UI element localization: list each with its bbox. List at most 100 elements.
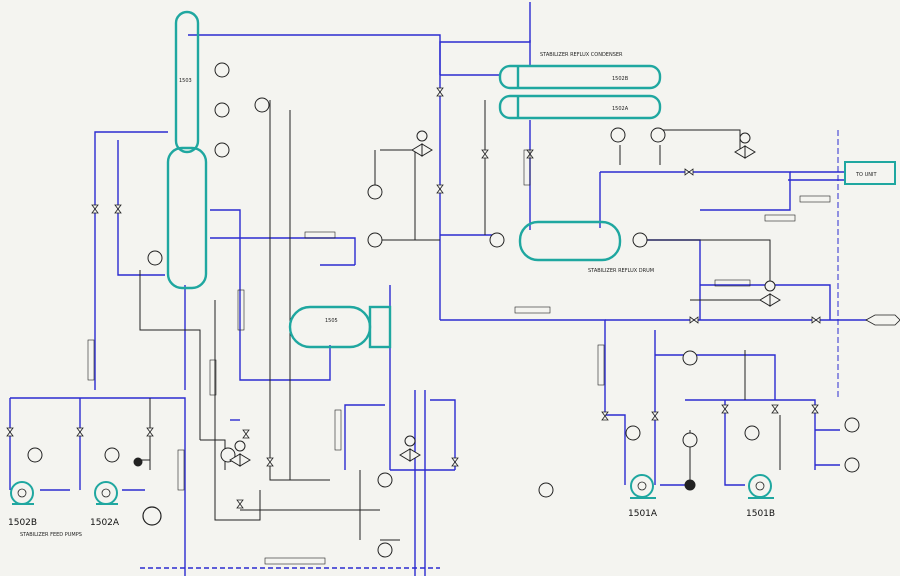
valve-icon bbox=[436, 87, 444, 97]
control-valve-icon bbox=[411, 130, 433, 157]
instrument-bubble-icon bbox=[682, 432, 698, 448]
pump-tag: 1502A bbox=[90, 518, 120, 528]
reboiler-head bbox=[368, 305, 392, 349]
process-lines bbox=[9, 2, 870, 576]
offsheet-connector bbox=[844, 161, 900, 326]
pump-icon bbox=[748, 474, 774, 499]
instrument-bubble-icon bbox=[844, 457, 860, 473]
process-line bbox=[117, 140, 165, 276]
process-line bbox=[430, 399, 456, 470]
process-line bbox=[210, 209, 331, 381]
pump-icon bbox=[142, 506, 162, 526]
control-valves bbox=[229, 130, 781, 467]
instrument-bubble-icon bbox=[214, 102, 230, 118]
valve-icon bbox=[114, 204, 122, 214]
pump-tag: 1502B bbox=[8, 518, 37, 528]
process-line bbox=[94, 131, 168, 390]
instrument-bubble-icon bbox=[220, 447, 236, 463]
instrument-bubble-icon bbox=[844, 417, 860, 433]
equipment bbox=[166, 10, 662, 349]
instrument-bubble-icon bbox=[650, 127, 666, 143]
pump-tag: 1501B bbox=[746, 509, 775, 519]
process-line bbox=[600, 171, 791, 211]
instrument-bubble-icon bbox=[610, 127, 626, 143]
process-line bbox=[188, 34, 441, 320]
signal-line bbox=[214, 300, 261, 521]
instrument-bubble-icon bbox=[367, 184, 383, 200]
instrument-bubble-icon bbox=[684, 479, 696, 491]
column-lower bbox=[166, 146, 208, 290]
valve-icon bbox=[436, 184, 444, 194]
instrument-bubble-icon bbox=[133, 457, 143, 467]
process-line bbox=[440, 319, 606, 415]
signal-line bbox=[269, 100, 330, 481]
instrument-bubble-icon bbox=[367, 232, 383, 248]
signal-line bbox=[380, 149, 416, 240]
instruments bbox=[27, 62, 860, 558]
control-valve-icon bbox=[734, 132, 756, 159]
condenser-title: STABILIZER REFLUX CONDENSER bbox=[540, 52, 623, 58]
valve-icon bbox=[721, 404, 729, 414]
line-tags bbox=[87, 149, 831, 565]
valve-icon bbox=[91, 204, 99, 214]
process-line bbox=[210, 237, 356, 265]
process-line bbox=[10, 397, 186, 576]
process-line bbox=[640, 239, 701, 320]
valve-icon bbox=[6, 427, 14, 437]
process-line bbox=[439, 2, 531, 75]
instrument-bubble-icon bbox=[254, 97, 270, 113]
valve-icon bbox=[811, 404, 819, 414]
column-tag: 1503 bbox=[179, 78, 192, 84]
valves bbox=[6, 87, 821, 509]
column-upper bbox=[174, 10, 200, 154]
valve-icon bbox=[689, 316, 699, 324]
control-valve-icon bbox=[759, 280, 781, 307]
control-valve-icon bbox=[229, 440, 251, 467]
valve-icon bbox=[451, 457, 459, 467]
instrument-bubble-icon bbox=[147, 250, 163, 266]
pump-icon bbox=[630, 474, 656, 499]
signal-line bbox=[139, 270, 201, 440]
valve-icon bbox=[651, 411, 659, 421]
instrument-bubble-icon bbox=[682, 350, 698, 366]
valve-icon bbox=[266, 457, 274, 467]
pump-icon bbox=[10, 481, 34, 505]
valve-icon bbox=[76, 427, 84, 437]
pump-icon bbox=[94, 481, 118, 505]
process-line bbox=[700, 284, 831, 320]
reboiler bbox=[288, 305, 372, 349]
process-line bbox=[605, 414, 626, 485]
valve-icon bbox=[601, 411, 609, 421]
instrument-bubble-icon bbox=[632, 232, 648, 248]
process-line bbox=[685, 399, 816, 470]
instrument-bubble-icon bbox=[104, 447, 120, 463]
valve-icon bbox=[811, 316, 821, 324]
process-line bbox=[344, 404, 385, 470]
reflux-drum bbox=[518, 220, 622, 262]
control-valve-icon bbox=[399, 435, 421, 462]
reflux-drum-title: STABILIZER REFLUX DRUM bbox=[588, 268, 654, 274]
signal-lines bbox=[135, 100, 781, 541]
feed-pumps-caption: STABILIZER FEED PUMPS bbox=[20, 532, 82, 538]
instrument-bubble-icon bbox=[538, 482, 554, 498]
signal-line bbox=[660, 129, 741, 150]
valve-icon bbox=[684, 168, 694, 176]
condenser-a-tag: 1502B bbox=[612, 76, 629, 82]
valve-icon bbox=[236, 499, 244, 509]
right-terminal-text: TO UNIT bbox=[855, 172, 877, 178]
valve-icon bbox=[481, 149, 489, 159]
instrument-bubble-icon bbox=[377, 472, 393, 488]
instrument-bubble-icon bbox=[625, 425, 641, 441]
process-line bbox=[655, 354, 776, 400]
signal-line bbox=[640, 239, 771, 285]
process-line bbox=[724, 400, 745, 486]
valve-icon bbox=[771, 404, 779, 414]
valve-icon bbox=[146, 427, 154, 437]
instrument-bubble-icon bbox=[744, 425, 760, 441]
pumps bbox=[10, 474, 774, 526]
reboiler-tag: 1505 bbox=[325, 318, 338, 324]
instrument-bubble-icon bbox=[214, 142, 230, 158]
condenser-b-tag: 1502A bbox=[612, 106, 629, 112]
valve-icon bbox=[242, 429, 250, 439]
